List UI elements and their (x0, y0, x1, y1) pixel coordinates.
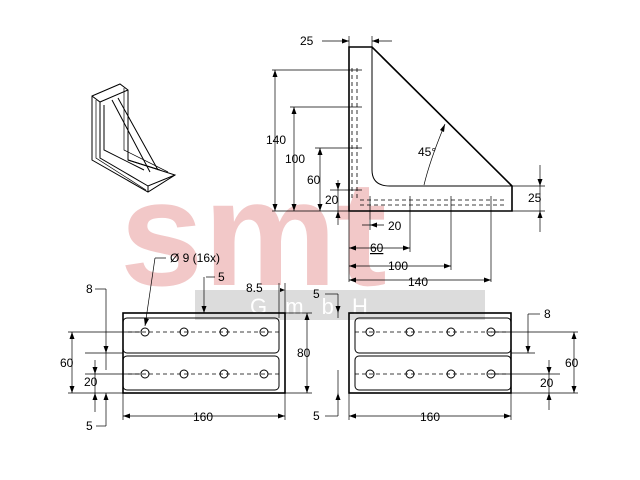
dim-left-5: 5 (86, 419, 93, 433)
hole-callout: Ø 9 (16x) (144, 251, 220, 327)
holes-left (140, 327, 269, 379)
dim-hole-20: 20 (388, 219, 402, 233)
side-view: 25 140 100 60 20 45° 25 (266, 34, 545, 289)
dim-mid-8-5: 8.5 (246, 281, 263, 295)
dim-hole-60: 60 (370, 241, 384, 255)
dim-right-160: 160 (420, 410, 440, 424)
dim-left-8: 8 (86, 282, 93, 296)
watermark-band (195, 290, 485, 320)
left-plan-view: 5 8 60 20 5 160 (60, 270, 286, 433)
watermark-main: smt (120, 149, 387, 317)
dim-left-20: 20 (84, 375, 98, 389)
right-plan-view: 160 8 60 20 (348, 307, 579, 424)
hole-spec: Ø 9 (16x) (170, 251, 220, 265)
watermark-sub: G m b H (250, 294, 374, 319)
dim-140-vertical: 140 (266, 133, 286, 147)
dim-mid-5-top: 5 (313, 287, 320, 301)
watermark: smt G m b H (120, 149, 485, 320)
dim-60-vertical: 60 (307, 173, 321, 187)
dim-mid-80: 80 (297, 346, 311, 360)
dim-right-8: 8 (544, 307, 551, 321)
dim-left-60: 60 (60, 356, 74, 370)
middle-dims: 8.5 80 5 5 (246, 281, 341, 423)
dim-20-vertical: 20 (325, 193, 339, 207)
dim-mid-5-bottom: 5 (313, 409, 320, 423)
dim-top-flange: 25 (300, 34, 314, 48)
dim-right-20: 20 (540, 376, 554, 390)
holes-right (365, 327, 496, 379)
dim-base-thickness: 25 (528, 191, 542, 205)
dim-left-160: 160 (193, 410, 213, 424)
dim-100-vertical: 100 (285, 152, 305, 166)
isometric-view (91, 83, 177, 193)
dim-right-60: 60 (565, 356, 579, 370)
dim-hole-140: 140 (408, 275, 428, 289)
dim-edge-5-top: 5 (218, 270, 225, 284)
dim-hole-100: 100 (388, 259, 408, 273)
dim-angle: 45° (418, 145, 436, 159)
